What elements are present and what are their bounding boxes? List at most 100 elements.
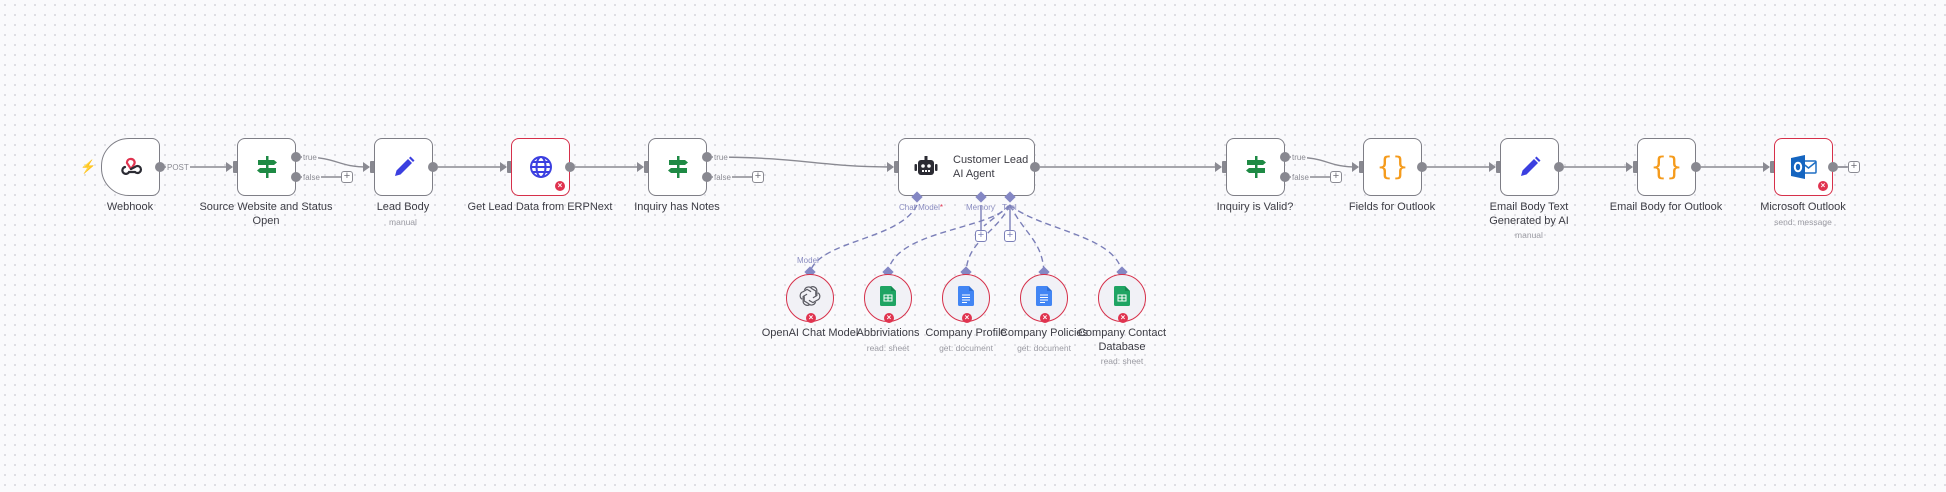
error-icon: × (884, 313, 894, 323)
trigger-bolt-icon: ⚡ (80, 159, 97, 174)
node-label-inquiry-valid: Inquiry is Valid? (1216, 201, 1294, 213)
webhook-output-handle[interactable] (155, 162, 165, 172)
add-node-button[interactable]: + (752, 171, 764, 183)
edge-inquiry-true-agent (711, 156, 894, 168)
node-label-fields-outlook: Fields for Outlook (1348, 201, 1436, 213)
port-label-tool: Tool (1002, 203, 1017, 212)
edge-label-false: false (302, 173, 321, 182)
node-label-erpnext: Get Lead Data from ERPNext (467, 201, 613, 213)
google-docs-icon (958, 285, 974, 311)
outlook-input-handle[interactable] (1770, 161, 1775, 173)
edge-label-true: true (1291, 153, 1307, 162)
leadbody-input-handle[interactable] (370, 161, 375, 173)
edge-tool-abbriviations (887, 204, 1011, 273)
node-ms-outlook[interactable]: × (1774, 138, 1833, 196)
node-ai-agent[interactable]: Customer Lead AI Agent (898, 138, 1035, 196)
inquiry-valid-input-handle[interactable] (1222, 161, 1227, 173)
emailtext-input-handle[interactable] (1496, 161, 1501, 173)
add-memory-button[interactable]: + (975, 230, 987, 242)
erpnext-output-handle[interactable] (565, 162, 575, 172)
error-icon: × (1040, 313, 1050, 323)
node-label-source-website: Source Website and Status Open (199, 201, 333, 227)
node-inquiry-notes[interactable] (648, 138, 707, 196)
error-icon: × (555, 181, 565, 191)
erpnext-input-handle[interactable] (507, 161, 512, 173)
node-email-body-outlook[interactable]: {} (1637, 138, 1696, 196)
node-label-ai-agent: Customer Lead AI Agent (953, 154, 1029, 180)
if-signpost-icon (252, 152, 282, 182)
error-icon: × (962, 313, 972, 323)
subnode-company-profile[interactable]: × (942, 274, 990, 323)
leadbody-output-handle[interactable] (428, 162, 438, 172)
port-label-memory: Memory (966, 203, 995, 212)
inquiry-notes-input-handle[interactable] (644, 161, 649, 173)
google-docs-icon (1036, 285, 1052, 311)
source-input-handle[interactable] (233, 161, 238, 173)
if-signpost-icon (663, 152, 693, 182)
edge-label-false: false (1291, 173, 1310, 182)
node-email-body-text[interactable] (1500, 138, 1559, 196)
edge-label-true: true (302, 153, 318, 162)
error-icon: × (1118, 313, 1128, 323)
emailoutlook-output-handle[interactable] (1691, 162, 1701, 172)
webhook-icon (116, 152, 146, 182)
node-fields-outlook[interactable]: {} (1363, 138, 1422, 196)
edge-tool-contact (1009, 204, 1123, 273)
subnode-openai[interactable]: × (786, 274, 834, 323)
inquiry-notes-true-handle[interactable] (702, 152, 712, 162)
node-erpnext[interactable]: × (511, 138, 570, 196)
add-node-button[interactable]: + (341, 171, 353, 183)
port-label-model: Model (797, 256, 819, 265)
inquiry-notes-false-handle[interactable] (702, 172, 712, 182)
emailtext-output-handle[interactable] (1554, 162, 1564, 172)
node-lead-body[interactable] (374, 138, 433, 196)
error-icon: × (1818, 181, 1828, 191)
node-label-email-body-outlook: Email Body for Outlook (1609, 201, 1723, 213)
subnode-label-openai: OpenAI Chat Model (761, 327, 859, 339)
edge-label-post: POST (166, 163, 190, 172)
node-inquiry-valid[interactable] (1226, 138, 1285, 196)
pencil-icon (1515, 152, 1545, 182)
robot-icon (911, 152, 941, 182)
add-node-button[interactable]: + (1330, 171, 1342, 183)
node-label-inquiry-notes: Inquiry has Notes (634, 201, 720, 213)
edge-label-true: true (713, 153, 729, 162)
source-false-handle[interactable] (291, 172, 301, 182)
agent-output-handle[interactable] (1030, 162, 1040, 172)
outlook-output-handle[interactable] (1828, 162, 1838, 172)
edge-label-false: false (713, 173, 732, 182)
pencil-icon (389, 152, 419, 182)
subnode-company-policies[interactable]: × (1020, 274, 1068, 323)
fields-input-handle[interactable] (1359, 161, 1364, 173)
source-true-handle[interactable] (291, 152, 301, 162)
node-webhook[interactable] (101, 138, 160, 196)
add-tool-button[interactable]: + (1004, 230, 1016, 242)
globe-icon (526, 152, 556, 182)
if-signpost-icon (1241, 152, 1271, 182)
subnode-company-contact[interactable]: × (1098, 274, 1146, 323)
inquiry-valid-false-handle[interactable] (1280, 172, 1290, 182)
emailoutlook-input-handle[interactable] (1633, 161, 1638, 173)
fields-output-handle[interactable] (1417, 162, 1427, 172)
port-label-chat-model: Chat Model* (899, 203, 944, 212)
openai-icon (799, 285, 821, 312)
inquiry-valid-true-handle[interactable] (1280, 152, 1290, 162)
node-source-website[interactable] (237, 138, 296, 196)
braces-icon: {} (1650, 152, 1683, 182)
braces-icon: {} (1376, 152, 1409, 182)
subnode-abbriviations[interactable]: × (864, 274, 912, 323)
google-sheets-icon (1114, 285, 1130, 311)
google-sheets-icon (880, 285, 896, 311)
edge-chatmodel-openai (809, 204, 918, 273)
outlook-icon (1789, 152, 1819, 182)
add-node-button[interactable]: + (1848, 161, 1860, 173)
agent-input-handle[interactable] (894, 161, 899, 173)
